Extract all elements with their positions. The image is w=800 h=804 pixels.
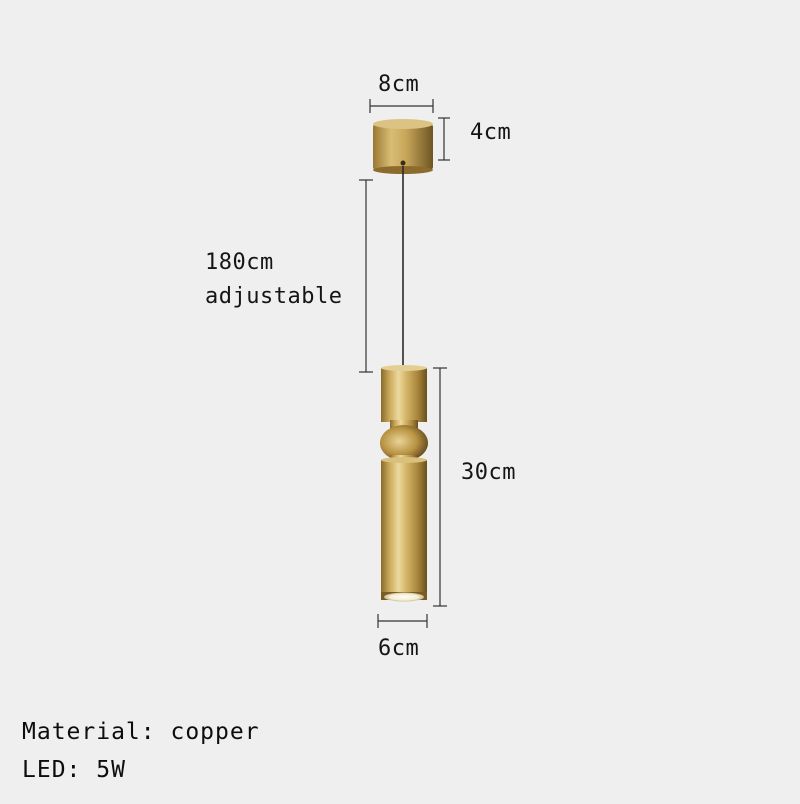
lamp-height-dimension [433, 367, 447, 607]
cable-length-label: 180cm [205, 250, 274, 275]
lamp-body [380, 365, 428, 602]
lamp-diameter-dimension [377, 614, 428, 628]
ceiling-canopy [373, 119, 433, 174]
canopy-width-dimension [369, 99, 434, 113]
canopy-width-label: 8cm [378, 72, 420, 97]
canopy-height-label: 4cm [470, 120, 512, 145]
canopy-height-dimension [438, 117, 450, 161]
led-spec: LED: 5W [22, 757, 126, 783]
led-light-emitter [384, 592, 424, 602]
lamp-diameter-label: 6cm [378, 636, 420, 661]
cable-adjustable-label: adjustable [205, 284, 343, 309]
material-spec: Material: copper [22, 719, 260, 745]
lamp-height-label: 30cm [461, 460, 516, 485]
dimension-lines [359, 99, 450, 628]
cable-length-dimension [359, 179, 373, 373]
